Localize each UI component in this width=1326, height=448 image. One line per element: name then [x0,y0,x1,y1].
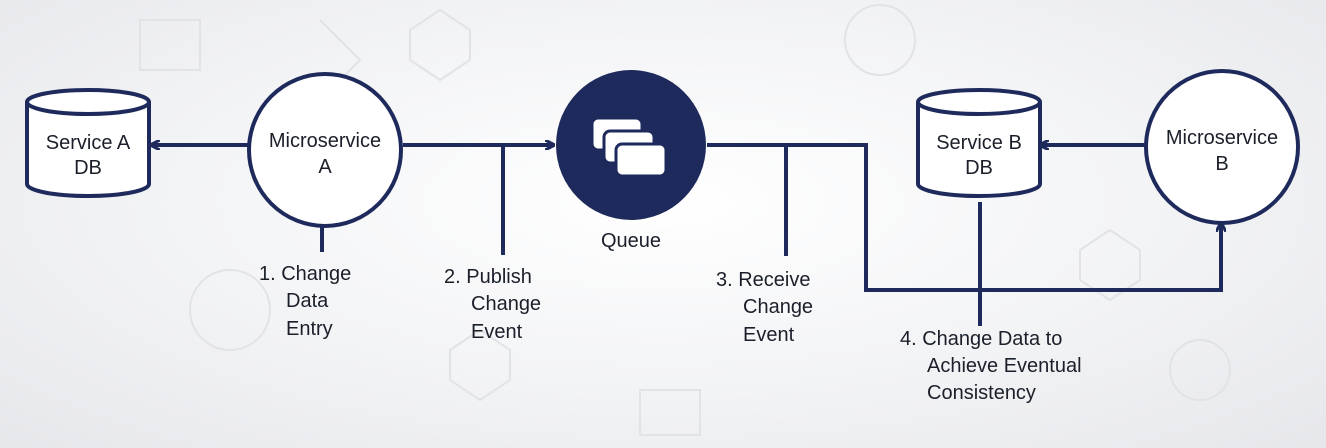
step1-line1: 1. Change [259,263,351,285]
step3-line1: 3. Receive [716,269,811,291]
background-pattern [139,4,1231,436]
service-a-db-label-line2: DB [74,157,102,179]
service-a-db-label-line1: Service A [46,132,131,154]
service-b-db-label-line2: DB [965,157,993,179]
microservice-b-label-line2: B [1215,153,1228,175]
microservice-a: Microservice A [247,72,403,228]
step4-line2: Achieve Eventual [927,355,1082,377]
step2-line2: Change [471,293,541,315]
step1-line3: Entry [286,318,333,340]
microservice-b: Microservice B [1144,69,1300,225]
step1-line2: Data [286,290,329,312]
queue: Queue [556,70,706,252]
microservice-a-label-line1: Microservice [269,130,381,152]
step3-line3: Event [743,324,795,346]
queue-label: Queue [601,230,661,252]
step2-line1: 2. Publish [444,266,532,288]
service-b-db-label-line1: Service B [936,132,1022,154]
step4-line1: 4. Change Data to [900,328,1062,350]
step2-label: 2. Publish Change Event [444,266,541,343]
step3-label: 3. Receive Change Event [716,269,813,346]
step1-label: 1. Change Data Entry [259,263,351,340]
step2-line3: Event [471,321,523,343]
step3-line2: Change [743,296,813,318]
connectors [152,145,1221,326]
microservice-b-label-line1: Microservice [1166,127,1278,149]
step4-line3: Consistency [927,382,1036,404]
stacked-cards-icon [590,116,668,178]
service-a-db: Service A DB [25,88,151,198]
service-b-db: Service B DB [916,88,1042,198]
arrow-queue-to-ms-b [707,143,1221,292]
microservice-a-label-line2: A [318,156,332,178]
step4-label: 4. Change Data to Achieve Eventual Consi… [900,328,1082,404]
